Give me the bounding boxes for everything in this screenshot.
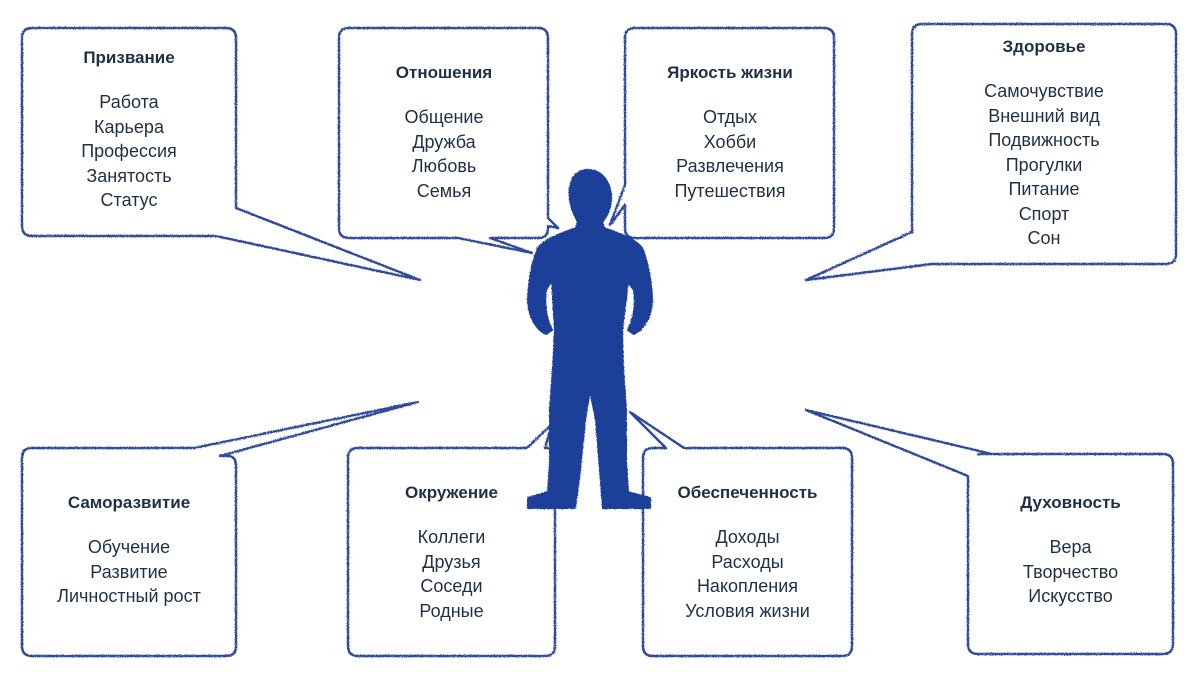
- list-item: Накопления: [696, 576, 799, 596]
- list-item: Профессия: [81, 141, 177, 161]
- person-silhouette-icon: [527, 169, 653, 509]
- bubble-otnosheniya-text: Отношения Общение Дружба Любовь Семья: [345, 63, 543, 203]
- bubble-samorazvitie: [20, 400, 420, 658]
- list-item: Любовь: [411, 156, 477, 176]
- list-item: Статус: [100, 190, 158, 210]
- list-item: Подвижность: [988, 130, 1100, 150]
- bubble-title: Яркость жизни: [667, 63, 793, 82]
- list-item: Самочувствие: [984, 81, 1104, 101]
- bubble-yarkost: [608, 26, 836, 240]
- bubble-otnosheniya: [337, 26, 560, 255]
- list-item: Коллеги: [417, 527, 486, 547]
- list-item: Сон: [1027, 228, 1061, 248]
- list-item: Занятость: [86, 165, 172, 186]
- list-item: Обучение: [87, 537, 171, 557]
- list-item: Доходы: [715, 527, 780, 547]
- list-item: Дружба: [412, 131, 476, 152]
- list-item: Творчество: [1022, 561, 1119, 582]
- bubble-title: Обеспеченность: [677, 483, 818, 502]
- list-item: Родные: [419, 600, 484, 621]
- list-item: Искусство: [1028, 586, 1113, 606]
- bubble-title: Отношения: [395, 63, 493, 82]
- bubble-title: Призвание: [83, 48, 175, 67]
- bubble-prizvanie: [20, 26, 422, 282]
- list-item: Личностный рост: [57, 586, 201, 606]
- list-item: Внешний вид: [988, 105, 1100, 126]
- bubble-okruzhenie-text: Окружение Коллеги Друзья Соседи Родные: [354, 483, 549, 623]
- bubble-title: Здоровье: [1002, 37, 1086, 56]
- list-item: Вера: [1049, 537, 1092, 557]
- bubble-yarkost-text: Яркость жизни Отдых Хобби Развлечения Пу…: [631, 63, 829, 203]
- bubble-dukhovnost-text: Духовность Вера Творчество Искусство: [974, 493, 1167, 609]
- bubble-title: Окружение: [404, 483, 498, 502]
- bubble-prizvanie-text: Призвание Работа Карьера Профессия Занят…: [28, 48, 230, 213]
- list-item: Развлечения: [676, 156, 784, 176]
- list-item: Развитие: [90, 561, 168, 582]
- list-item: Прогулки: [1005, 154, 1083, 175]
- list-item: Работа: [99, 92, 159, 112]
- bubble-title: Духовность: [1020, 493, 1121, 512]
- bubble-title: Саморазвитие: [67, 493, 191, 512]
- list-item: Хобби: [703, 131, 757, 152]
- list-item: Семья: [416, 180, 472, 201]
- list-item: Спорт: [1018, 203, 1070, 224]
- bubble-samorazvitie-text: Саморазвитие Обучение Развитие Личностны…: [28, 493, 230, 609]
- list-item: Условия жизни: [685, 600, 810, 621]
- list-item: Соседи: [420, 576, 483, 596]
- list-item: Карьера: [94, 116, 164, 137]
- list-item: Питание: [1008, 179, 1080, 199]
- list-item: Путешествия: [674, 180, 786, 201]
- list-item: Друзья: [422, 551, 481, 572]
- bubble-zdorovie: [804, 22, 1178, 282]
- bubble-zdorovie-text: Здоровье Самочувствие Внешний вид Подвиж…: [920, 37, 1168, 251]
- bubble-obespechennost-text: Обеспеченность Доходы Расходы Накопления…: [649, 483, 846, 623]
- bubble-obespechennost: [628, 410, 854, 658]
- list-item: Общение: [404, 107, 484, 127]
- bubble-dukhovnost: [804, 408, 1175, 656]
- list-item: Отдых: [702, 107, 758, 127]
- list-item: Расходы: [711, 551, 784, 572]
